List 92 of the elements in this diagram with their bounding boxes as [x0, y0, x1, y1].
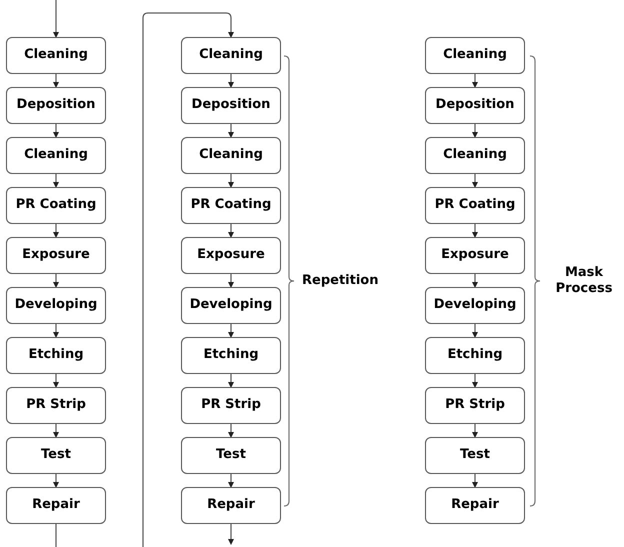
arrow: [53, 124, 59, 138]
process-box: [6, 437, 106, 474]
arrow: [53, 274, 59, 288]
process-box: [181, 487, 281, 524]
step-label: Exposure: [197, 247, 265, 264]
step-label: Cleaning: [199, 47, 263, 64]
step-label: Deposition: [436, 97, 514, 114]
process-box: [181, 437, 281, 474]
step-label: Test: [460, 447, 490, 464]
arrow: [53, 424, 59, 438]
step-label: Exposure: [22, 247, 90, 264]
arrow: [53, 374, 59, 388]
process-box: [6, 287, 106, 324]
step-label: PR Strip: [26, 397, 86, 414]
arrow: [53, 74, 59, 88]
arrow: [142, 12, 234, 547]
process-box: [181, 387, 281, 424]
arrow: [228, 274, 234, 288]
arrow: [472, 274, 478, 288]
bracket-label: Mask Process: [554, 264, 614, 298]
step-label: Repair: [32, 497, 80, 514]
process-box: [425, 287, 525, 324]
process-box: [425, 437, 525, 474]
step-label: Exposure: [441, 247, 509, 264]
arrow: [228, 224, 234, 238]
process-box: [6, 87, 106, 124]
arrow: [472, 374, 478, 388]
step-label: Cleaning: [24, 47, 88, 64]
step-label: Repair: [207, 497, 255, 514]
arrow: [472, 224, 478, 238]
arrow: [472, 124, 478, 138]
step-label: PR Strip: [445, 397, 505, 414]
process-box: [6, 137, 106, 174]
process-box: [425, 87, 525, 124]
arrow: [472, 74, 478, 88]
step-label: Test: [216, 447, 246, 464]
process-box: [6, 187, 106, 224]
step-label: Etching: [28, 347, 84, 364]
arrow: [472, 474, 478, 488]
step-label: Developing: [14, 297, 98, 314]
step-label: PR Coating: [16, 197, 96, 214]
process-box: [425, 337, 525, 374]
arrow: [472, 424, 478, 438]
process-box: [6, 387, 106, 424]
process-box: [181, 87, 281, 124]
process-box: [6, 237, 106, 274]
arrow: [53, 0, 59, 38]
process-box: [425, 137, 525, 174]
process-box: [181, 37, 281, 74]
arrow: [228, 524, 234, 545]
step-label: Cleaning: [443, 147, 507, 164]
process-box: [6, 37, 106, 74]
step-label: Repair: [451, 497, 499, 514]
step-label: Deposition: [192, 97, 270, 114]
arrow: [228, 174, 234, 188]
arrow: [228, 424, 234, 438]
process-box: [181, 337, 281, 374]
process-box: [425, 487, 525, 524]
arrow: [53, 224, 59, 238]
arrow: [228, 324, 234, 338]
arrow: [472, 324, 478, 338]
arrow: [228, 474, 234, 488]
process-box: [6, 337, 106, 374]
step-label: Developing: [190, 297, 272, 314]
arrow: [53, 174, 59, 188]
process-box: [425, 37, 525, 74]
process-box: [181, 287, 281, 324]
step-label: PR Strip: [201, 397, 261, 414]
process-box: [181, 237, 281, 274]
step-label: PR Coating: [190, 197, 272, 214]
step-label: Cleaning: [199, 147, 263, 164]
step-label: Cleaning: [24, 147, 88, 164]
arrow: [53, 474, 59, 488]
step-label: Etching: [447, 347, 503, 364]
arrow: [53, 324, 59, 338]
bracket-label: Repetition: [302, 272, 380, 290]
arrow: [228, 74, 234, 88]
step-label: Deposition: [16, 97, 96, 114]
step-label: Etching: [203, 347, 259, 364]
process-box: [6, 487, 106, 524]
step-label: PR Coating: [434, 197, 516, 214]
process-box: [425, 187, 525, 224]
arrow: [228, 374, 234, 388]
step-label: Cleaning: [443, 47, 507, 64]
process-box: [181, 187, 281, 224]
step-label: Test: [41, 447, 71, 464]
arrow: [472, 174, 478, 188]
process-box: [181, 137, 281, 174]
process-box: [425, 237, 525, 274]
process-box: [425, 387, 525, 424]
arrow: [228, 124, 234, 138]
step-label: Developing: [434, 297, 516, 314]
